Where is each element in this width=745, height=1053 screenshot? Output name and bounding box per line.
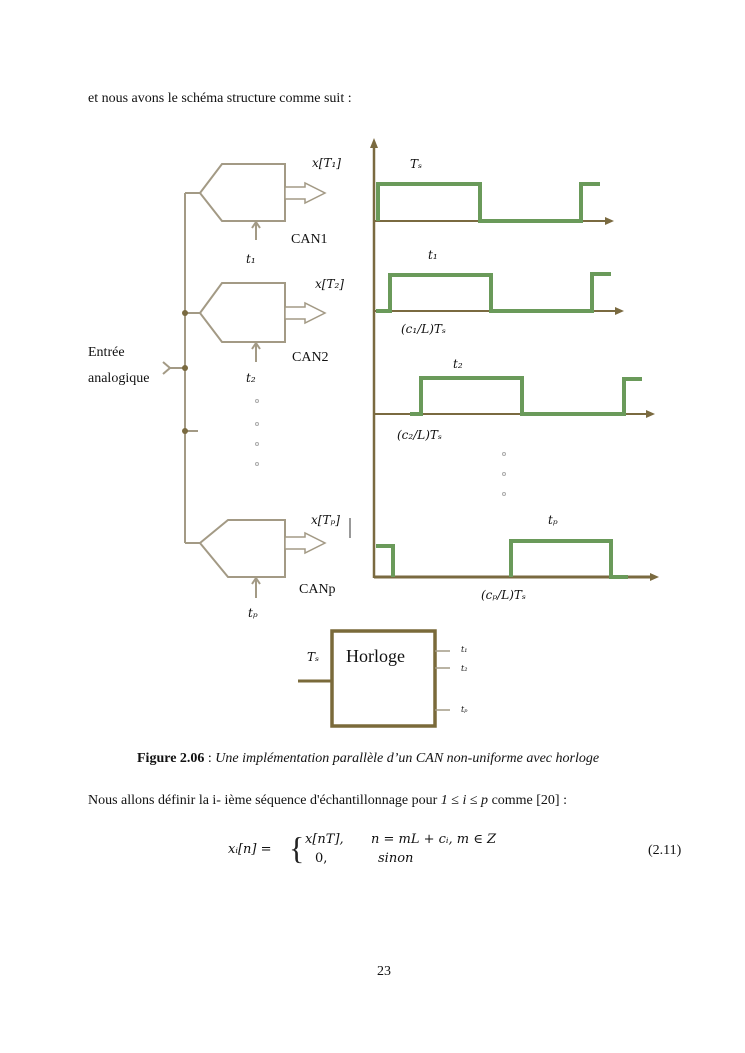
timing-label-t2: t₂ — [453, 357, 463, 371]
clock-output-tp: tₚ — [461, 705, 468, 714]
canp-label: CANp — [299, 582, 336, 597]
clock-block — [298, 629, 450, 728]
can2-label: CAN2 — [292, 350, 329, 365]
timing-label-tp: tₚ — [548, 513, 558, 527]
signal-tp — [509, 539, 628, 579]
paragraph-condition: 1 ≤ i ≤ p — [440, 793, 489, 808]
timing-label-ts: Tₛ — [410, 157, 423, 171]
clock-output-t2: t₂ — [461, 664, 468, 673]
body-paragraph: Nous allons définir la i- ième séquence … — [88, 793, 567, 809]
junction-dot — [182, 428, 188, 434]
timing-offset-c2: (c₂/L)Tₛ — [397, 428, 442, 442]
can2-block — [198, 282, 327, 362]
can2-clock-label: t₂ — [246, 371, 256, 385]
caption-label: Figure 2.06 — [137, 751, 205, 766]
intro-text: et nous avons le schéma structure comme … — [88, 91, 352, 106]
equation-case2-value: 0, — [315, 851, 328, 866]
input-label: Entrée — [88, 345, 125, 360]
equation-case1-condition: n = mL + cᵢ, m ∈ Z — [371, 832, 497, 847]
junction-dots — [182, 310, 188, 434]
can1-output-label: x[T₁] — [312, 156, 341, 170]
figure-diagram — [162, 138, 659, 728]
equation-case2-condition: sinon — [378, 851, 414, 866]
ellipsis-dots — [502, 452, 506, 496]
can2-output-label: x[T₂] — [315, 277, 344, 291]
timing-axes — [370, 138, 659, 581]
canp-block — [198, 519, 327, 598]
page-number: 23 — [377, 964, 391, 979]
timing-label-t1: t₁ — [428, 248, 438, 262]
junction-dot — [182, 310, 188, 316]
can1-clock-label: t₁ — [246, 252, 256, 266]
signal-t2 — [410, 376, 642, 416]
signal-ts — [376, 182, 600, 223]
input-label: analogique — [88, 371, 150, 386]
timing-offset-cp: (cₚ/L)Tₛ — [481, 588, 526, 602]
clock-input-label: Tₛ — [307, 650, 320, 664]
paragraph-before: Nous allons définir la i- ième séquence … — [88, 793, 441, 808]
figure-caption: Figure 2.06 : Une implémentation parallè… — [137, 751, 599, 767]
signal-tp — [376, 544, 395, 577]
can1-block — [198, 163, 327, 240]
equation-number: (2.11) — [648, 843, 682, 858]
equation-lhs: xᵢ[n] = — [228, 842, 272, 857]
equation-case1-value: x[nT], — [305, 832, 344, 847]
signal-t1 — [376, 272, 611, 313]
canp-clock-label: tₚ — [248, 606, 258, 620]
clock-title: Horloge — [346, 646, 405, 666]
clock-output-t1: t₁ — [461, 645, 468, 654]
junction-dot — [182, 365, 188, 371]
canp-output-label: x[Tₚ] — [311, 513, 340, 527]
ellipsis-dots — [255, 399, 259, 466]
input-bus — [162, 192, 200, 544]
caption-separator: : — [204, 751, 216, 766]
paragraph-after: comme [20] : — [488, 793, 567, 808]
caption-text: Une implémentation parallèle d’un CAN no… — [215, 751, 600, 766]
timing-offset-c1: (c₁/L)Tₛ — [401, 322, 446, 336]
equation-brace: { — [289, 830, 305, 866]
can1-label: CAN1 — [291, 232, 328, 247]
